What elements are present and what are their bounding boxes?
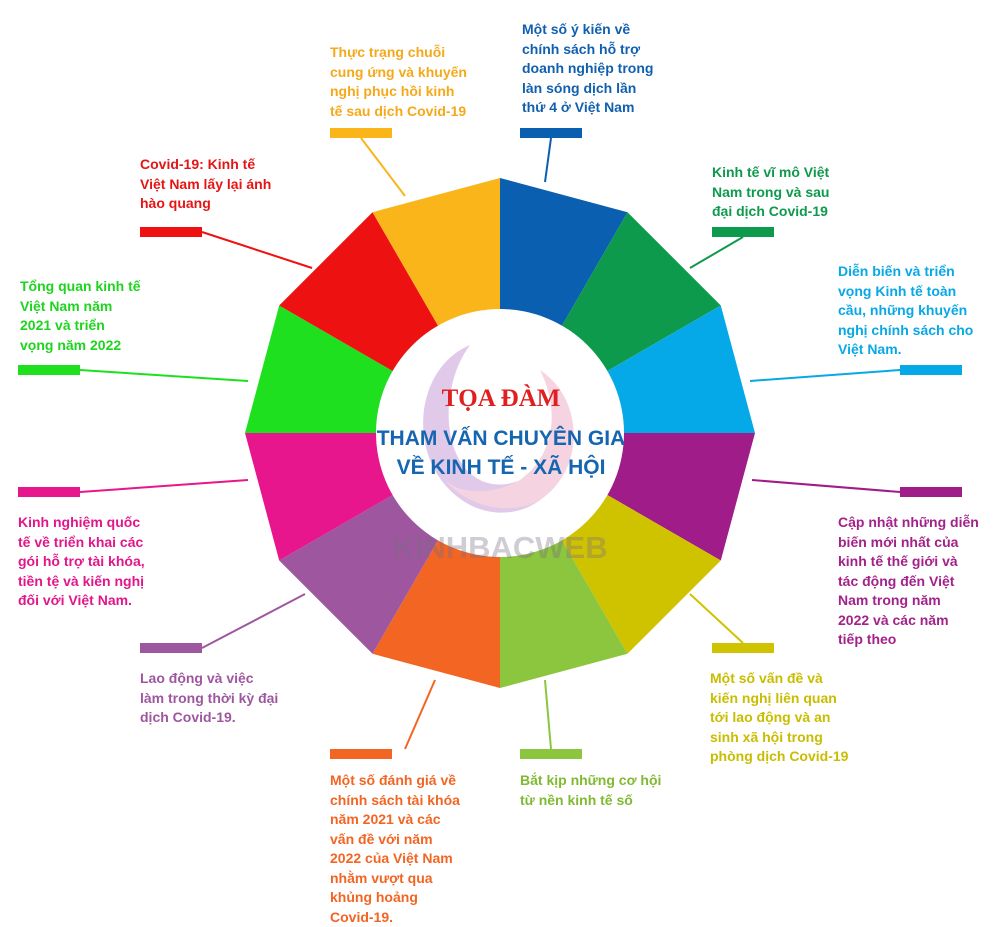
bar-violet [140, 643, 202, 653]
bar-red [140, 227, 202, 237]
watermark-text: KINHBACWEB [392, 530, 608, 565]
bar-gold [330, 128, 392, 138]
bar-brightgreen [18, 365, 80, 375]
bar-green [712, 227, 774, 237]
label-magenta: Kinh nghiệm quốc tế về triển khai các gó… [18, 514, 145, 608]
bar-olive [712, 643, 774, 653]
label-green: Kinh tế vĩ mô Việt Nam trong và sau đại … [712, 164, 830, 219]
bar-blue [520, 128, 582, 138]
leader-line-magenta [79, 479, 249, 493]
label-orange: Một số đánh giá về chính sách tài khóa n… [330, 772, 460, 925]
leader-line-red [201, 231, 313, 269]
center-title: TỌA ĐÀM [441, 385, 561, 412]
leader-line-olive [689, 593, 744, 644]
label-violet: Lao động và việc làm trong thời kỳ đại d… [140, 670, 279, 725]
leader-line-blue [544, 137, 552, 183]
label-lime: Bắt kịp những cơ hội từ nền kinh tế số [520, 772, 662, 808]
leader-line-lime [544, 679, 552, 750]
center-disc [376, 309, 624, 557]
bar-magenta [18, 487, 80, 497]
label-brightgreen: Tổng quan kinh tế Việt Nam năm 2021 và t… [20, 278, 141, 353]
leader-line-gold [360, 137, 406, 197]
bar-sky [900, 365, 962, 375]
label-gold: Thực trạng chuỗi cung ứng và khuyến nghị… [330, 44, 467, 119]
bar-orange [330, 749, 392, 759]
bar-lime [520, 749, 582, 759]
leader-line-purple [751, 479, 901, 493]
leader-line-green [689, 236, 744, 269]
center-subtitle: THAM VẤN CHUYÊN GIA VỀ KINH TẾ - XÃ HỘI [376, 427, 626, 479]
bar-purple [900, 487, 962, 497]
label-red: Covid-19: Kinh tế Việt Nam lấy lại ánh h… [140, 156, 272, 211]
leader-lines [79, 137, 901, 750]
swirl-logo [423, 345, 574, 513]
label-olive: Một số vấn đề và kiến nghị liên quan tới… [710, 670, 849, 764]
leader-line-brightgreen [79, 369, 249, 382]
leader-line-sky [749, 369, 901, 382]
label-purple: Cập nhật những diễn biến mới nhất của ki… [838, 514, 979, 647]
leader-line-violet [201, 593, 306, 649]
label-blue: Một số ý kiến về chính sách hỗ trợ doanh… [522, 21, 654, 115]
leader-line-orange [404, 679, 436, 750]
label-sky: Diễn biến và triển vọng Kinh tế toàn cầu… [838, 263, 974, 357]
